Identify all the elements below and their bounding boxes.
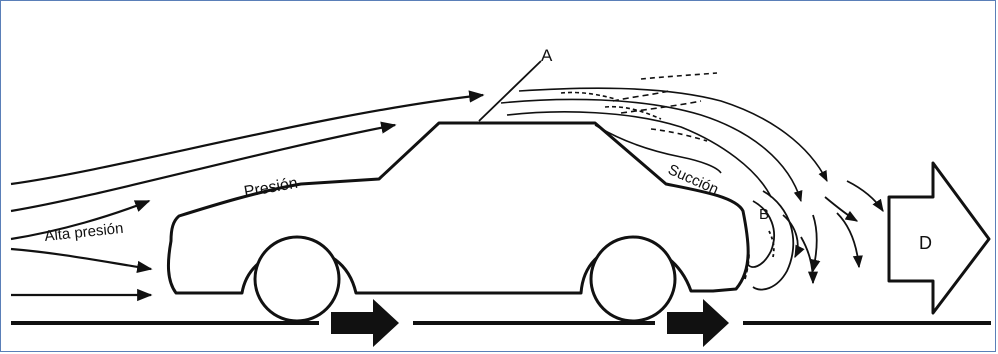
- label-d: D: [919, 233, 932, 253]
- streamline-lower: [11, 249, 151, 269]
- drag-arrow-d: [889, 163, 989, 313]
- front-wheel: [255, 237, 339, 321]
- wake-vortices: [745, 181, 883, 290]
- ground-arrow-1: [331, 299, 399, 347]
- label-alta-presion: Alta presión: [44, 220, 125, 245]
- ground-arrow-2: [667, 299, 729, 347]
- rear-wheel: [591, 237, 675, 321]
- label-b: B: [759, 206, 769, 223]
- label-a: A: [541, 46, 553, 65]
